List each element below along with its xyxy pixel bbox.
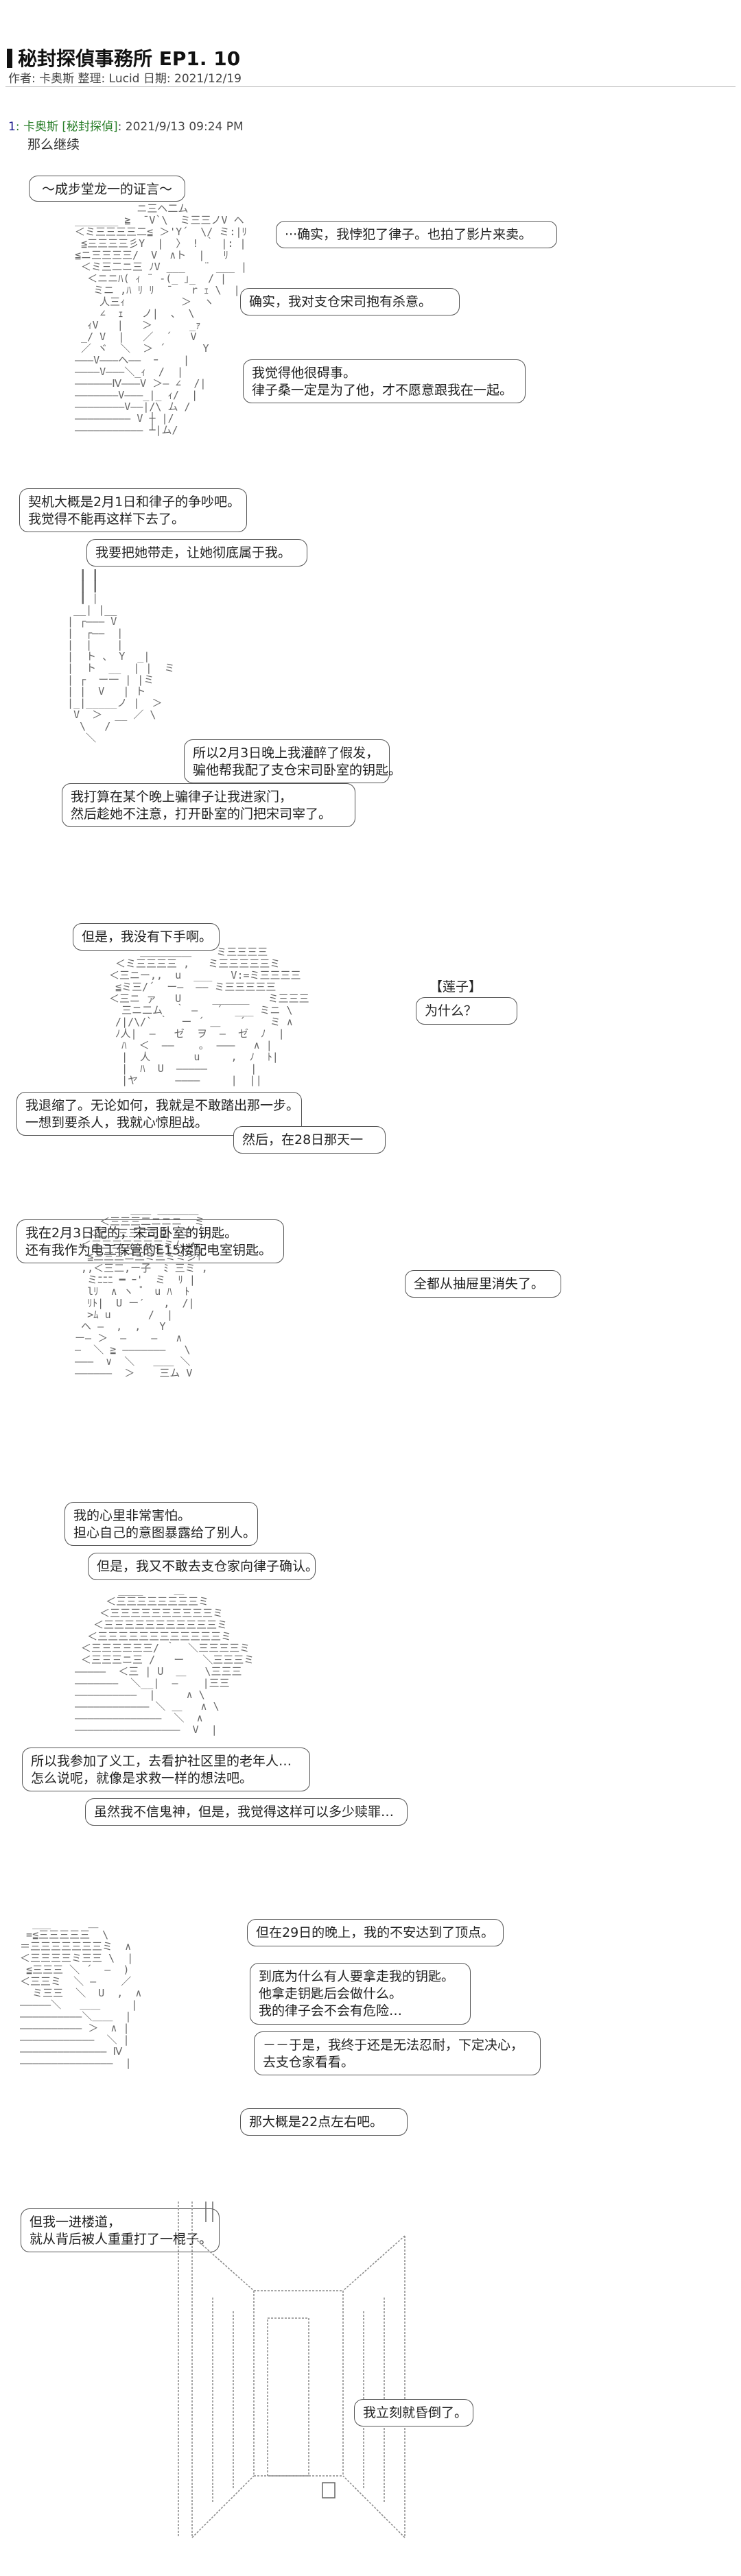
page-title: 秘封探偵事務所 EP1. 10 <box>7 44 240 71</box>
bubble-line: 所以2月3日晚上我灌醉了假发， <box>193 746 379 761</box>
speech-bubble: 虽然我不信鬼神，但是，我觉得这样可以多少赎罪… <box>85 1798 408 1826</box>
speech-bubble: 所以我参加了义工，去看护社区里的老年人… 怎么说呢，就像是求救一样的想法吧。 <box>22 1748 310 1791</box>
bubble-line: 到底为什么有人要拿走我的钥匙。 <box>259 1969 455 1984</box>
header-divider <box>5 86 736 87</box>
speech-bubble: 到底为什么有人要拿走我的钥匙。 他拿走钥匙后会做什么。 我的律子会不会有危险… <box>250 1963 471 2025</box>
title-bar-mark <box>7 49 12 68</box>
bubble-line: 律子桑一定是为了他，才不愿意跟我在一起。 <box>252 383 513 398</box>
speech-bubble: 但是，我又不敢去支仓家向律子确认。 <box>88 1553 318 1580</box>
bubble-line: 骗他帮我配了支仓宋司卧室的钥匙。 <box>193 763 402 778</box>
speech-bubble: 但是，我没有下手啊。 <box>73 923 220 951</box>
ascii-art-figure: ___ ＿ =≦三三三三三 \ ＝三三三三三三三ミ ∧ ＜三三三三ミ三三 \ |… <box>20 1918 142 2069</box>
bubble-line: 我在2月3日配的，宋司卧室的钥匙。 <box>25 1226 238 1241</box>
hallway-drawing <box>178 2202 405 2538</box>
bubble-line: 我打算在某个晚上骗律子让我进家门， <box>71 789 293 804</box>
bubble-line: 担心自己的意图暴露给了别人。 <box>73 1525 257 1540</box>
bubble-line: －－于是，我终于还是无法忍耐，下定决心， <box>263 2038 524 2053</box>
bubble-line: 一想到要杀人，我就心惊胆战。 <box>25 1115 209 1130</box>
ascii-art-figure: ┃ ┃ ┃ ┃ ┃ | __| |__ | ┌――― V | ┌―― | | |… <box>67 569 175 744</box>
ascii-art-figure: ニ三ヘ二ム _______ ≧ ̄ V`\ ミ三三ノV ヘ ＜ミ三三三三二≦ ＞… <box>75 203 247 436</box>
bubble-line: 但我一进楼道， <box>30 2215 121 2230</box>
bubble-line: 然后趁她不注意，打开卧室的门把宋司宰了。 <box>71 807 332 822</box>
bubble-line: 我觉得不能再这样下去了。 <box>28 512 185 527</box>
ascii-art-figure: ＿＿＿＿＿ ミ三三三三 ＜ミ三三三三 , ミ三三三三三ミ ＜三ニー,, u __… <box>109 946 309 1086</box>
bubble-line: 我的心里非常害怕。 <box>73 1508 191 1523</box>
post-author[interactable]: : 卡奥斯 [秘封探偵] <box>15 120 118 134</box>
bubble-line: 契机大概是2月1日和律子的争吵吧。 <box>28 494 241 510</box>
ascii-art-figure: ＿＿ ＿＿＿＿ ＜三三三二ニニニ ミ ＜三三三三三三二 ミ ＜三三三三三三三ミム… <box>75 1204 208 1379</box>
speech-bubble: ···确实，我悖犯了律子。也拍了影片来卖。 <box>276 221 557 248</box>
speech-bubble: 确实，我对支仓宋司抱有杀意。 <box>240 288 460 315</box>
bubble-line: 我的律子会不会有危险… <box>259 2003 403 2018</box>
bubble-line: 所以我参加了义工，去看护社区里的老年人… <box>31 1754 292 1769</box>
speech-bubble: 全都从抽屉里消失了。 <box>405 1270 561 1298</box>
speech-bubble: 但在29日的晚上，我的不安达到了顶点。 <box>247 1919 504 1946</box>
speech-bubble: 为什么？ <box>416 997 517 1025</box>
speech-bubble: 我打算在某个晚上骗律子让我进家门， 然后趁她不注意，打开卧室的门把宋司宰了。 <box>62 783 355 827</box>
speech-bubble: 但我一进楼道， 就从背后被人重重打了一棍子。 <box>21 2208 220 2252</box>
speech-bubble: 我觉得他很碍事。 律子桑一定是为了他，才不愿意跟我在一起。 <box>243 359 526 403</box>
ascii-art-figure: ____ ＿ ＜三三三三三三三三ミ ＜三三三三三三三三三三ミ ＜三三三三三三三三… <box>75 1584 255 1736</box>
bubble-line: 他拿走钥匙后会做什么。 <box>259 1986 403 2001</box>
speech-bubble: 然后，在28日那天一 <box>233 1126 386 1154</box>
speech-bubble: －－于是，我终于还是无法忍耐，下定决心， 去支仓家看看。 <box>254 2031 541 2075</box>
page-meta: 作者: 卡奥斯 整理: Lucid 日期: 2021/12/19 <box>8 72 242 86</box>
speech-bubble: ～成步堂龙一的证言～ <box>29 176 185 202</box>
post-header: 1: 卡奥斯 [秘封探偵]: 2021/9/13 09:24 PM <box>8 117 244 134</box>
bubble-line: 怎么说呢，就像是求救一样的想法吧。 <box>31 1771 253 1786</box>
speech-bubble: 我在2月3日配的，宋司卧室的钥匙。 还有我作为电工保管的E15楼配电室钥匙。 <box>16 1219 284 1263</box>
speech-bubble: 所以2月3日晚上我灌醉了假发， 骗他帮我配了支仓宋司卧室的钥匙。 <box>184 739 402 783</box>
speech-bubble: 那大概是22点左右吧。 <box>240 2108 408 2136</box>
post-date: : 2021/9/13 09:24 PM <box>117 120 244 134</box>
bubble-line: 就从背后被人重重打了一棍子。 <box>30 2232 213 2247</box>
post-subtitle: 那么继续 <box>27 137 80 152</box>
post-number[interactable]: 1 <box>8 120 16 134</box>
speech-bubble: 我立刻就昏倒了。 <box>354 2399 473 2426</box>
bubble-line: 还有我作为电工保管的E15楼配电室钥匙。 <box>25 1243 272 1258</box>
bubble-line: 去支仓家看看。 <box>263 2055 355 2070</box>
speech-bubble: 我的心里非常害怕。 担心自己的意图暴露给了别人。 <box>64 1502 258 1546</box>
bubble-line: 我退缩了。无论如何，我就是不敢踏出那一步。 <box>25 1098 300 1113</box>
speech-bubble: 契机大概是2月1日和律子的争吵吧。 我觉得不能再这样下去了。 <box>19 488 247 532</box>
speaker-tag: 【莲子】 <box>430 979 482 994</box>
bubble-line: 我觉得他很碍事。 <box>252 366 357 381</box>
speech-bubble: 我要把她带走，让她彻底属于我。 <box>86 539 307 567</box>
